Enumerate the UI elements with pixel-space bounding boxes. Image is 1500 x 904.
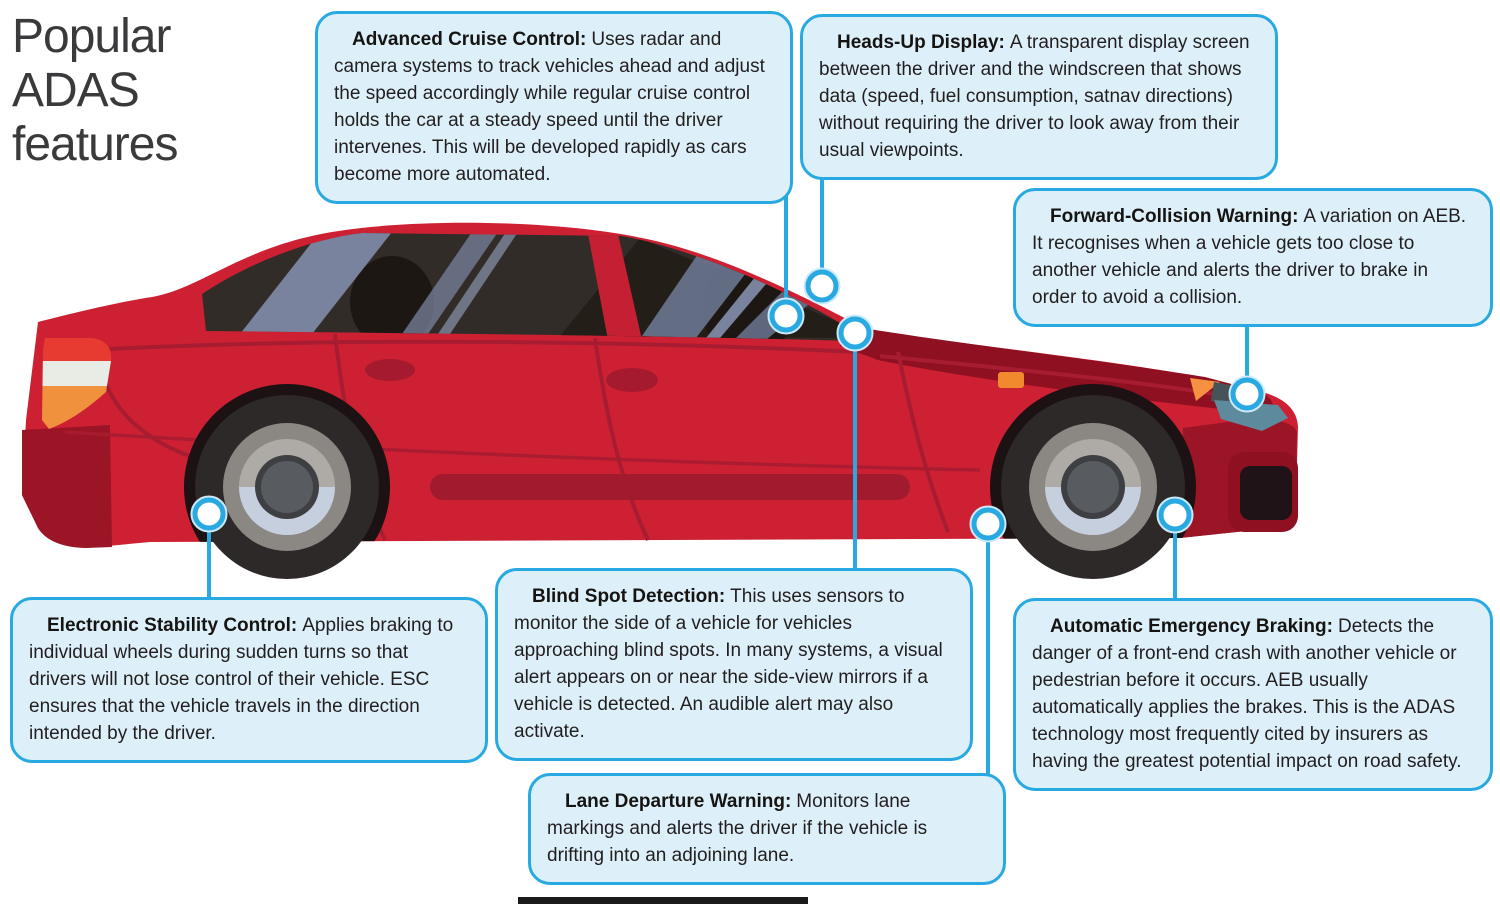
callout-heading: Heads-Up Display: <box>837 32 1005 53</box>
cropped-footer-bar <box>518 897 808 904</box>
callout-heads-up-display: Heads-Up Display:A transparent display s… <box>800 14 1278 180</box>
callout-body: A variation on AEB. It recognises when a… <box>1032 206 1467 308</box>
callout-body: Monitors lane markings and alerts the dr… <box>547 791 928 866</box>
glass-streak <box>240 233 392 334</box>
page-title: Popular ADAS features <box>12 10 178 171</box>
headlight-orange <box>1190 378 1220 401</box>
callout-body: Applies braking to individual wheels dur… <box>29 615 454 744</box>
hub <box>261 461 313 513</box>
glass-streak <box>706 266 778 338</box>
car-rear-bumper <box>22 425 112 548</box>
connector-markers <box>190 267 1266 543</box>
callout-body: A transparent display screen between the… <box>819 32 1250 161</box>
marker-forward-collision-warning <box>1228 375 1266 413</box>
marker-advanced-cruise-control <box>767 297 805 335</box>
b-pillar <box>588 234 642 340</box>
taillight-red-stripe <box>42 338 112 361</box>
door-handle-front <box>606 368 658 392</box>
glass-streak <box>402 233 498 334</box>
callout-heading: Advanced Cruise Control: <box>352 29 587 50</box>
callout-heading: Automatic Emergency Braking: <box>1050 616 1333 637</box>
callout-heading: Blind Spot Detection: <box>532 586 726 607</box>
door-handle-rear <box>365 359 415 381</box>
callout-heading: Lane Departure Warning: <box>565 791 792 812</box>
intake-dark <box>1240 466 1292 520</box>
front-wheel <box>1001 395 1185 579</box>
marker-electronic-stability-control <box>190 495 228 533</box>
callout-electronic-stability-control: Electronic Stability Control:Applies bra… <box>10 597 488 763</box>
callout-advanced-cruise-control: Advanced Cruise Control:Uses radar and c… <box>315 11 793 204</box>
marker-heads-up-display <box>803 267 841 305</box>
callout-heading: Electronic Stability Control: <box>47 615 298 636</box>
car-illustration <box>22 222 1298 579</box>
callout-heading: Forward-Collision Warning: <box>1050 206 1299 227</box>
hub <box>1067 461 1119 513</box>
callout-body: Detects the danger of a front-end crash … <box>1032 616 1462 772</box>
callout-body: This uses sensors to monitor the side of… <box>514 586 943 742</box>
callout-lane-departure-warning: Lane Departure Warning:Monitors lane mar… <box>528 773 1006 885</box>
sill-shadow <box>430 474 910 500</box>
taillight-white-stripe <box>42 361 112 386</box>
marker-lane-departure-warning <box>969 505 1007 543</box>
glass-streak <box>642 248 756 338</box>
car-seams <box>64 333 1239 541</box>
callout-automatic-emergency-braking: Automatic Emergency Braking:Detects the … <box>1013 598 1493 791</box>
side-marker-light <box>998 372 1024 388</box>
car-hood-shadow <box>840 325 1273 411</box>
callout-body: Uses radar and camera systems to track v… <box>334 29 765 185</box>
rear-wheel <box>195 395 379 579</box>
glass-streak <box>438 233 518 334</box>
marker-automatic-emergency-braking <box>1156 496 1194 534</box>
marker-blind-spot-detection <box>836 314 874 352</box>
headlight-teal <box>1214 400 1288 431</box>
callout-blind-spot-detection: Blind Spot Detection:This uses sensors t… <box>495 568 973 761</box>
callout-forward-collision-warning: Forward-Collision Warning:A variation on… <box>1013 188 1493 327</box>
